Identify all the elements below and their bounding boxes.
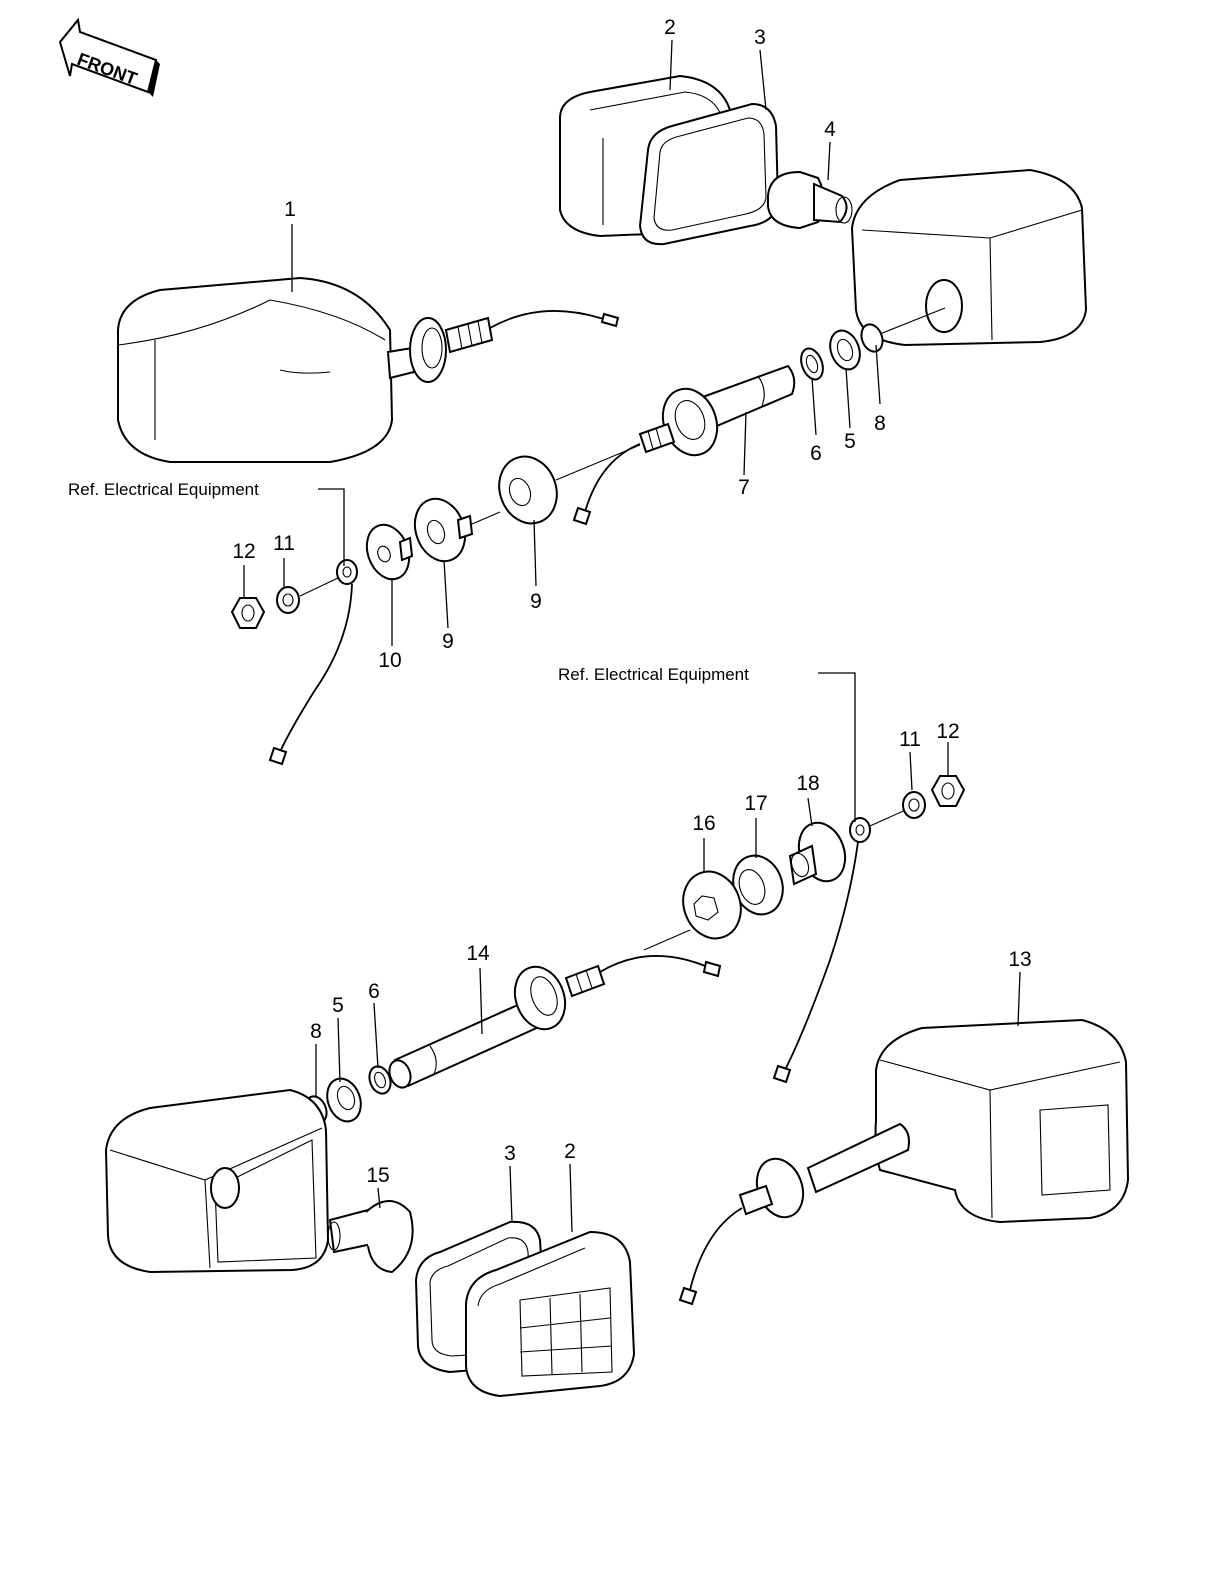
ref-electrical-equipment-bottom: Ref. Electrical Equipment bbox=[558, 665, 749, 684]
washer-6-bottom bbox=[368, 1065, 392, 1095]
callout-6-bottom: 6 bbox=[368, 980, 380, 1003]
ground-terminal-bottom bbox=[772, 817, 871, 1084]
shaft-line-lower-mid bbox=[643, 929, 691, 951]
ground-terminal-top bbox=[268, 559, 358, 766]
grommet-16 bbox=[682, 870, 742, 940]
turn-signal-housing-13 bbox=[678, 1018, 1130, 1306]
callout-5-bottom: 5 bbox=[332, 994, 344, 1017]
callout-2-top: 2 bbox=[664, 16, 676, 39]
callout-8-top: 8 bbox=[874, 412, 886, 435]
turn-signal-lens-housing-1 bbox=[117, 276, 620, 463]
washer-5-bottom bbox=[326, 1077, 362, 1123]
ref-leader-bottom bbox=[818, 672, 856, 822]
callout-1: 1 bbox=[284, 198, 296, 221]
grommet-9-upper bbox=[498, 455, 558, 525]
lens-2-bottom bbox=[465, 1230, 636, 1398]
lock-washer-11-top bbox=[276, 586, 300, 614]
callout-9-lower: 9 bbox=[442, 630, 454, 653]
callout-17: 17 bbox=[744, 792, 767, 815]
callout-11-top: 11 bbox=[273, 532, 295, 555]
grommet-9-lower bbox=[413, 497, 474, 563]
washer-6-top bbox=[800, 347, 824, 381]
turn-signal-housing-right-top bbox=[850, 168, 1088, 347]
turn-signal-housing-lower-left bbox=[104, 1088, 330, 1274]
callout-18: 18 bbox=[796, 772, 819, 795]
washer-5-top bbox=[829, 329, 861, 371]
shaft-line-left bbox=[471, 511, 501, 525]
nut-12-top bbox=[230, 597, 266, 629]
callout-12-top: 12 bbox=[232, 540, 255, 563]
callout-12-bottom: 12 bbox=[936, 720, 959, 743]
callout-3-top: 3 bbox=[754, 26, 766, 49]
grommet-17 bbox=[732, 854, 784, 916]
stem-7 bbox=[572, 364, 796, 526]
shaft-line-top bbox=[879, 307, 946, 335]
collar-18 bbox=[788, 821, 847, 886]
bulb-4 bbox=[767, 170, 853, 230]
callout-numbers: 1 2 3 4 5 6 7 8 9 9 10 11 12 11 12 13 14… bbox=[232, 16, 1031, 1187]
nut-12-bottom bbox=[930, 775, 966, 807]
callout-2-bottom: 2 bbox=[564, 1140, 576, 1163]
callout-14: 14 bbox=[466, 942, 490, 965]
stem-14 bbox=[388, 955, 722, 1089]
callout-7: 7 bbox=[738, 476, 750, 499]
callout-13: 13 bbox=[1008, 948, 1031, 971]
callout-10: 10 bbox=[378, 649, 401, 672]
shaft-line-mid bbox=[555, 444, 641, 481]
ref-electrical-equipment-top: Ref. Electrical Equipment bbox=[68, 480, 259, 499]
callout-6-top: 6 bbox=[810, 442, 822, 465]
washer-10 bbox=[365, 523, 414, 581]
callout-4: 4 bbox=[824, 118, 836, 141]
callout-9-upper: 9 bbox=[530, 590, 542, 613]
front-direction-arrow: FRONT bbox=[58, 17, 160, 97]
shaft-line-nut-top bbox=[299, 577, 339, 597]
callout-11-bottom: 11 bbox=[899, 728, 921, 751]
bulb-15 bbox=[327, 1200, 414, 1274]
callout-16: 16 bbox=[692, 812, 715, 835]
gasket-3-top bbox=[638, 102, 780, 246]
callout-leaders bbox=[243, 39, 1021, 1233]
lock-washer-11-bottom bbox=[902, 791, 926, 819]
callout-5-top: 5 bbox=[844, 430, 856, 453]
callout-15: 15 bbox=[366, 1164, 389, 1187]
ref-leader-top bbox=[318, 488, 345, 566]
callout-8-bottom: 8 bbox=[310, 1020, 322, 1043]
callout-3-bottom: 3 bbox=[504, 1142, 516, 1165]
